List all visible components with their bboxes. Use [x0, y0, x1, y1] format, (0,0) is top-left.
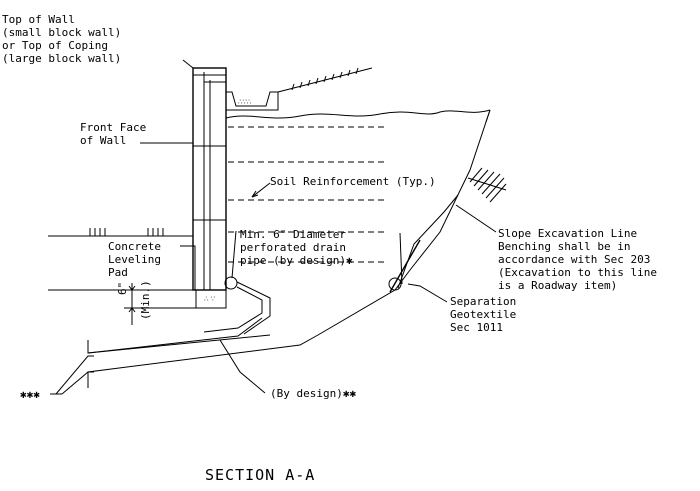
svg-text:∴∵∴: ∴∵∴: [238, 98, 252, 106]
label-top-of-wall: Top of Wall (small block wall) or Top of…: [2, 13, 121, 65]
label-line: Pad: [108, 266, 128, 279]
label-line: perforated drain: [240, 241, 346, 254]
drain-pipes: [87, 276, 402, 354]
retaining-wall: [192, 67, 227, 291]
label-triple-star: ✱✱✱: [20, 388, 40, 401]
label-line: (Excavation to this line: [498, 266, 657, 279]
label-drain-pipe: Min. 6" Diameter perforated drain pipe (…: [240, 228, 353, 267]
geotextile-line: [397, 194, 459, 289]
label-concrete-pad: Concrete Leveling Pad: [108, 240, 161, 279]
label-line: Slope Excavation Line: [498, 227, 637, 240]
leader-lines: [140, 59, 497, 394]
label-line: (small block wall): [2, 26, 121, 39]
label-separation: Separation Geotextile Sec 1011: [450, 295, 516, 334]
label-line: is a Roadway item): [498, 279, 617, 292]
top-slope: [277, 67, 373, 93]
outlet-pipe: [55, 355, 94, 395]
front-ground: [48, 228, 196, 291]
dim-6in: [124, 283, 196, 325]
label-line: Sec 1011: [450, 321, 503, 334]
label-line: Leveling: [108, 253, 161, 266]
svg-text:∴ ∵: ∴ ∵: [204, 295, 216, 303]
label-by-design: (By design)✱✱: [270, 387, 356, 400]
dim-6-text: 6": [116, 282, 129, 295]
label-line: accordance with Sec 203: [498, 253, 650, 266]
label-line: Front Face: [80, 121, 146, 134]
break-line: [225, 109, 491, 119]
leveling-pad: ∴ ∵: [195, 289, 227, 309]
section-title: SECTION A-A: [205, 466, 315, 484]
label-line: (large block wall): [2, 52, 121, 65]
label-slope-excavation: Slope Excavation Line Benching shall be …: [498, 227, 657, 292]
label-line: Top of Wall: [2, 13, 75, 26]
label-line: Separation: [450, 295, 516, 308]
label-front-face: Front Face of Wall: [80, 121, 146, 147]
label-line: pipe (by design)✱: [240, 254, 353, 267]
label-line: Benching shall be in: [498, 240, 630, 253]
label-soil-reinforcement: Soil Reinforcement (Typ.): [270, 175, 436, 188]
soil-reinforcement: [228, 126, 385, 263]
label-line: Geotextile: [450, 308, 516, 321]
label-line: or Top of Coping: [2, 39, 108, 52]
label-line: Concrete: [108, 240, 161, 253]
coping-curb: ∴∵∴: [225, 91, 279, 111]
dim-min-text: (Min.): [139, 280, 152, 320]
label-line: of Wall: [80, 134, 126, 147]
label-line: Min. 6" Diameter: [240, 228, 346, 241]
bench-hatch: [467, 167, 507, 203]
